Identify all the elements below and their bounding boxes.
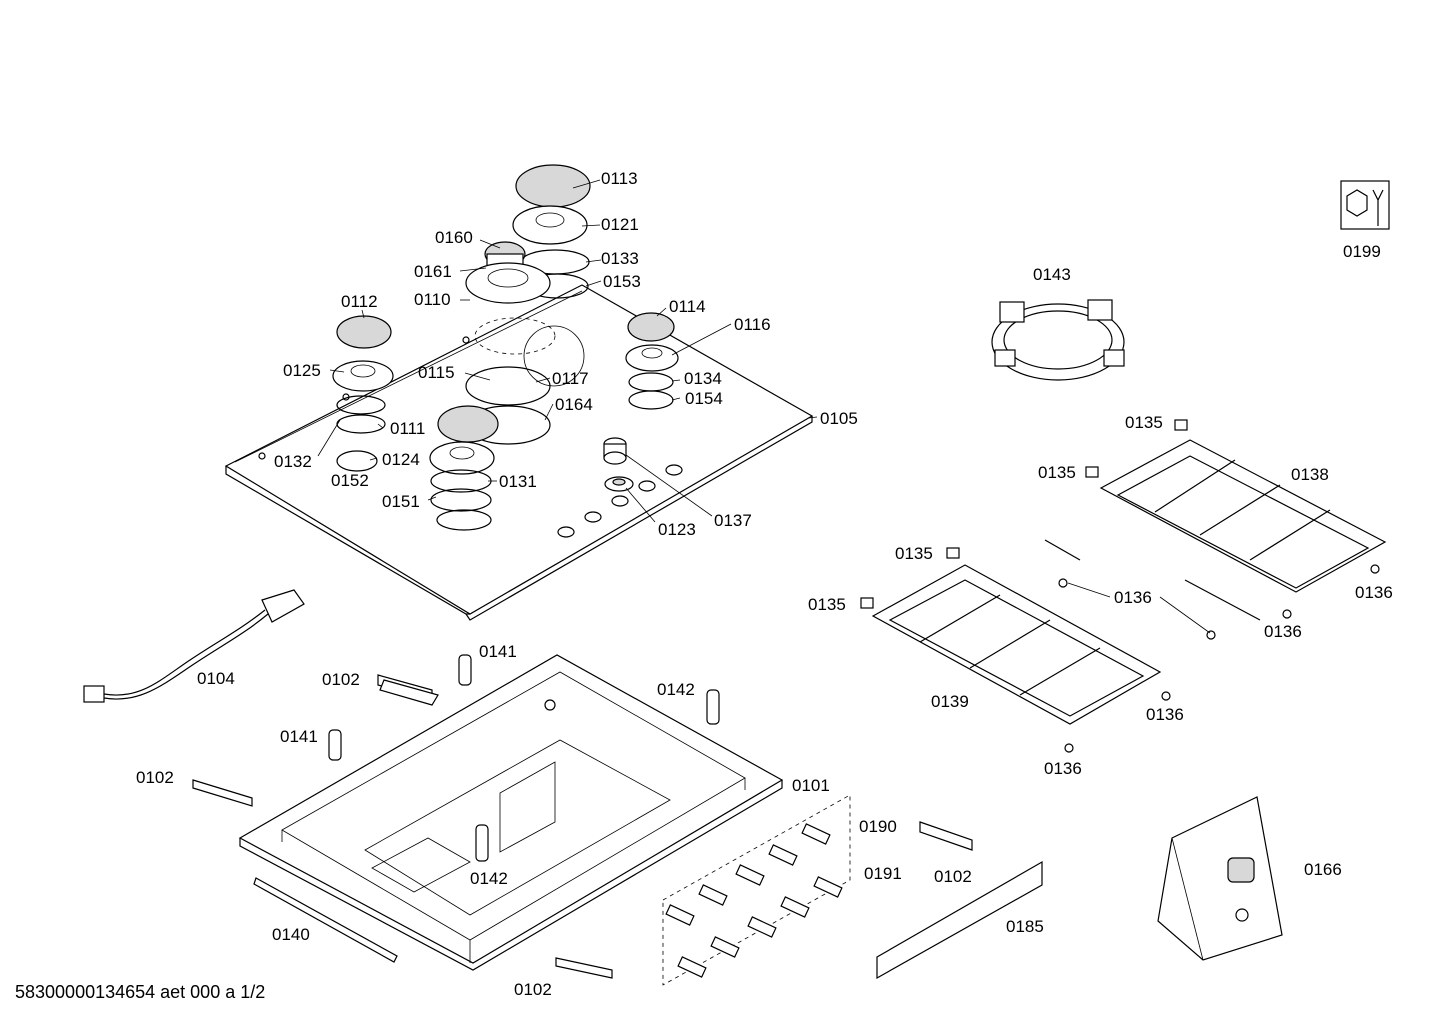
seal-strip — [253, 877, 398, 963]
part-label-0133: 0133 — [601, 249, 639, 268]
part-label-0135: 0135 — [1125, 413, 1163, 432]
part-label-0137: 0137 — [714, 511, 752, 530]
part-label-0117: 0117 — [552, 369, 589, 388]
part-label-0105: 0105 — [820, 409, 858, 428]
pan-support-right — [1099, 439, 1387, 621]
part-label-0132: 0132 — [274, 452, 312, 471]
part-label-0136: 0136 — [1114, 588, 1152, 607]
power-cable — [83, 589, 305, 703]
part-label-0199: 0199 — [1343, 242, 1381, 261]
part-label-0160: 0160 — [435, 228, 473, 247]
leader-lines — [317, 179, 1211, 634]
part-label-0135: 0135 — [808, 595, 846, 614]
screws — [662, 794, 851, 986]
part-label-0143: 0143 — [1033, 265, 1071, 284]
part-label-0125: 0125 — [283, 361, 321, 380]
part-label-0138: 0138 — [1291, 465, 1329, 484]
part-label-0136: 0136 — [1264, 622, 1302, 641]
part-label-0153: 0153 — [603, 272, 641, 291]
mounting-legs — [328, 654, 720, 862]
part-label-0113: 0113 — [601, 169, 638, 188]
part-label-0136: 0136 — [1146, 705, 1184, 724]
part-label-0102: 0102 — [514, 980, 552, 999]
part-label-0190: 0190 — [859, 817, 897, 836]
burner-left-stack — [332, 315, 394, 472]
part-label-0111: 0111 — [390, 419, 425, 438]
part-label-0191: 0191 — [864, 864, 902, 883]
part-label-0110: 0110 — [414, 290, 451, 309]
document-reference: 58300000134654 aet 000 a 1/2 — [15, 982, 265, 1002]
wok-ring — [991, 299, 1125, 381]
part-label-0142: 0142 — [470, 869, 508, 888]
wrench-nut-icon — [1340, 180, 1390, 230]
part-label-0124: 0124 — [382, 450, 420, 469]
burner-center-stack — [429, 405, 499, 531]
part-label-0135: 0135 — [1038, 463, 1076, 482]
part-label-0151: 0151 — [382, 492, 420, 511]
part-label-0102: 0102 — [322, 670, 360, 689]
part-label-0134: 0134 — [684, 369, 722, 388]
part-label-0101: 0101 — [792, 776, 830, 795]
part-label-0164: 0164 — [555, 395, 593, 414]
part-label-0135: 0135 — [895, 544, 933, 563]
part-label-0123: 0123 — [658, 520, 696, 539]
part-label-0166: 0166 — [1304, 860, 1342, 879]
part-label-0161: 0161 — [414, 262, 452, 281]
part-label-0116: 0116 — [734, 315, 771, 334]
part-label-0141: 0141 — [280, 727, 318, 746]
part-label-0102: 0102 — [934, 867, 972, 886]
part-label-0131: 0131 — [499, 472, 537, 491]
part-labels: 0113 0121 0160 0133 0161 0153 0112 0110 … — [15, 169, 1393, 1002]
hob-base-tray — [238, 654, 784, 971]
burner-right-stack — [625, 312, 679, 410]
grate-rubber-feet — [860, 419, 1380, 753]
part-label-0121: 0121 — [601, 215, 639, 234]
gas-connector-kit — [1157, 796, 1283, 961]
fixing-clamps — [192, 674, 973, 979]
part-label-0139: 0139 — [931, 692, 969, 711]
part-label-0154: 0154 — [685, 389, 723, 408]
part-label-0114: 0114 — [669, 297, 706, 316]
control-knob — [603, 437, 634, 492]
part-label-0102: 0102 — [136, 768, 174, 787]
part-label-0141: 0141 — [479, 642, 517, 661]
part-label-0152: 0152 — [331, 471, 369, 490]
part-label-0142: 0142 — [657, 680, 695, 699]
part-label-0112: 0112 — [341, 292, 378, 311]
part-label-0136: 0136 — [1355, 583, 1393, 602]
part-label-0140: 0140 — [272, 925, 310, 944]
pan-support-left — [871, 539, 1162, 725]
part-label-0185: 0185 — [1006, 917, 1044, 936]
part-label-0115: 0115 — [418, 363, 455, 382]
insulation-strip — [876, 860, 1043, 980]
part-label-0104: 0104 — [197, 669, 235, 688]
hob-top-plate — [224, 284, 814, 621]
burner-rapid-stack — [465, 164, 591, 445]
part-label-0136: 0136 — [1044, 759, 1082, 778]
